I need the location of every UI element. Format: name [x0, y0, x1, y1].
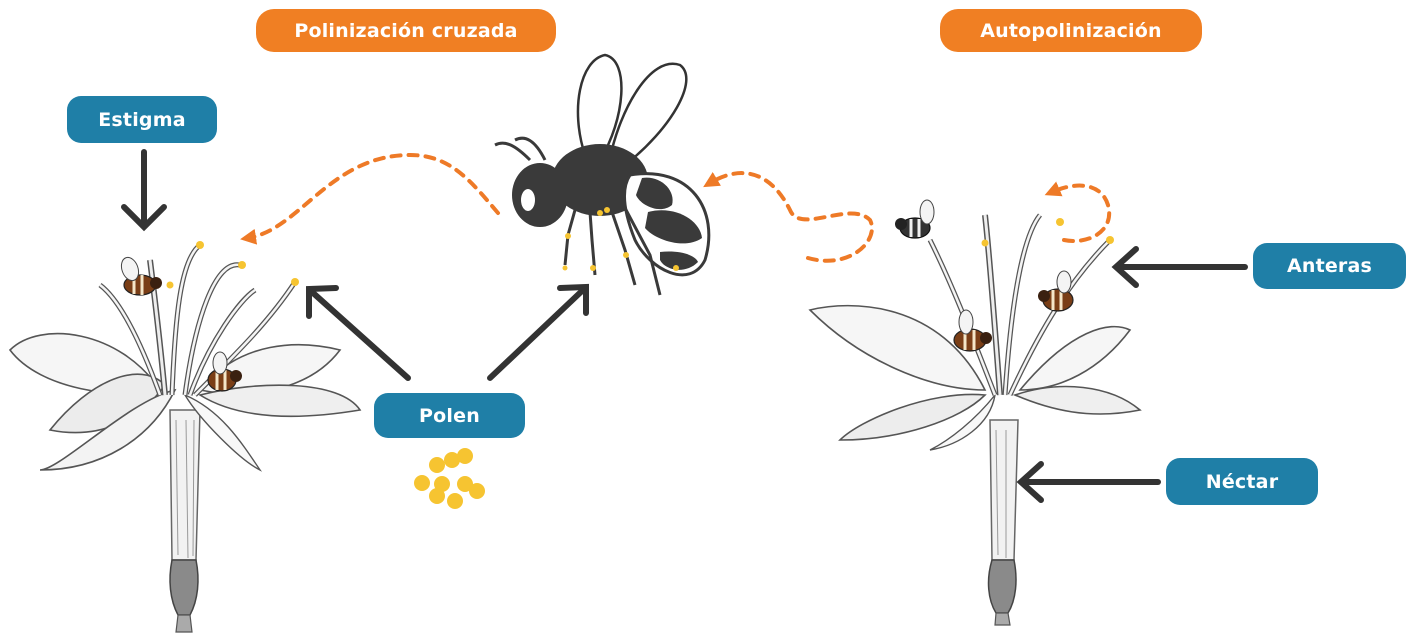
right-flower	[810, 215, 1140, 625]
path-self-pollination	[1052, 186, 1109, 241]
title-cross-pollination: Polinización cruzada	[256, 9, 556, 52]
pollen-grains	[414, 448, 485, 509]
large-bee-illustration	[495, 55, 709, 295]
label-estigma: Estigma	[67, 96, 217, 143]
label-anteras: Anteras	[1253, 243, 1406, 289]
title-self-pollination: Autopolinización	[940, 9, 1202, 52]
path-to-large-bee	[710, 173, 872, 261]
label-polen: Polen	[374, 393, 525, 438]
small-bee-right-bottom	[954, 310, 992, 351]
small-bee-right-top	[895, 200, 934, 238]
path-cross-pollination	[248, 155, 498, 238]
arrow-polen-right	[490, 290, 583, 378]
small-bee-right-middle	[1038, 271, 1073, 311]
label-nectar: Néctar	[1166, 458, 1318, 505]
